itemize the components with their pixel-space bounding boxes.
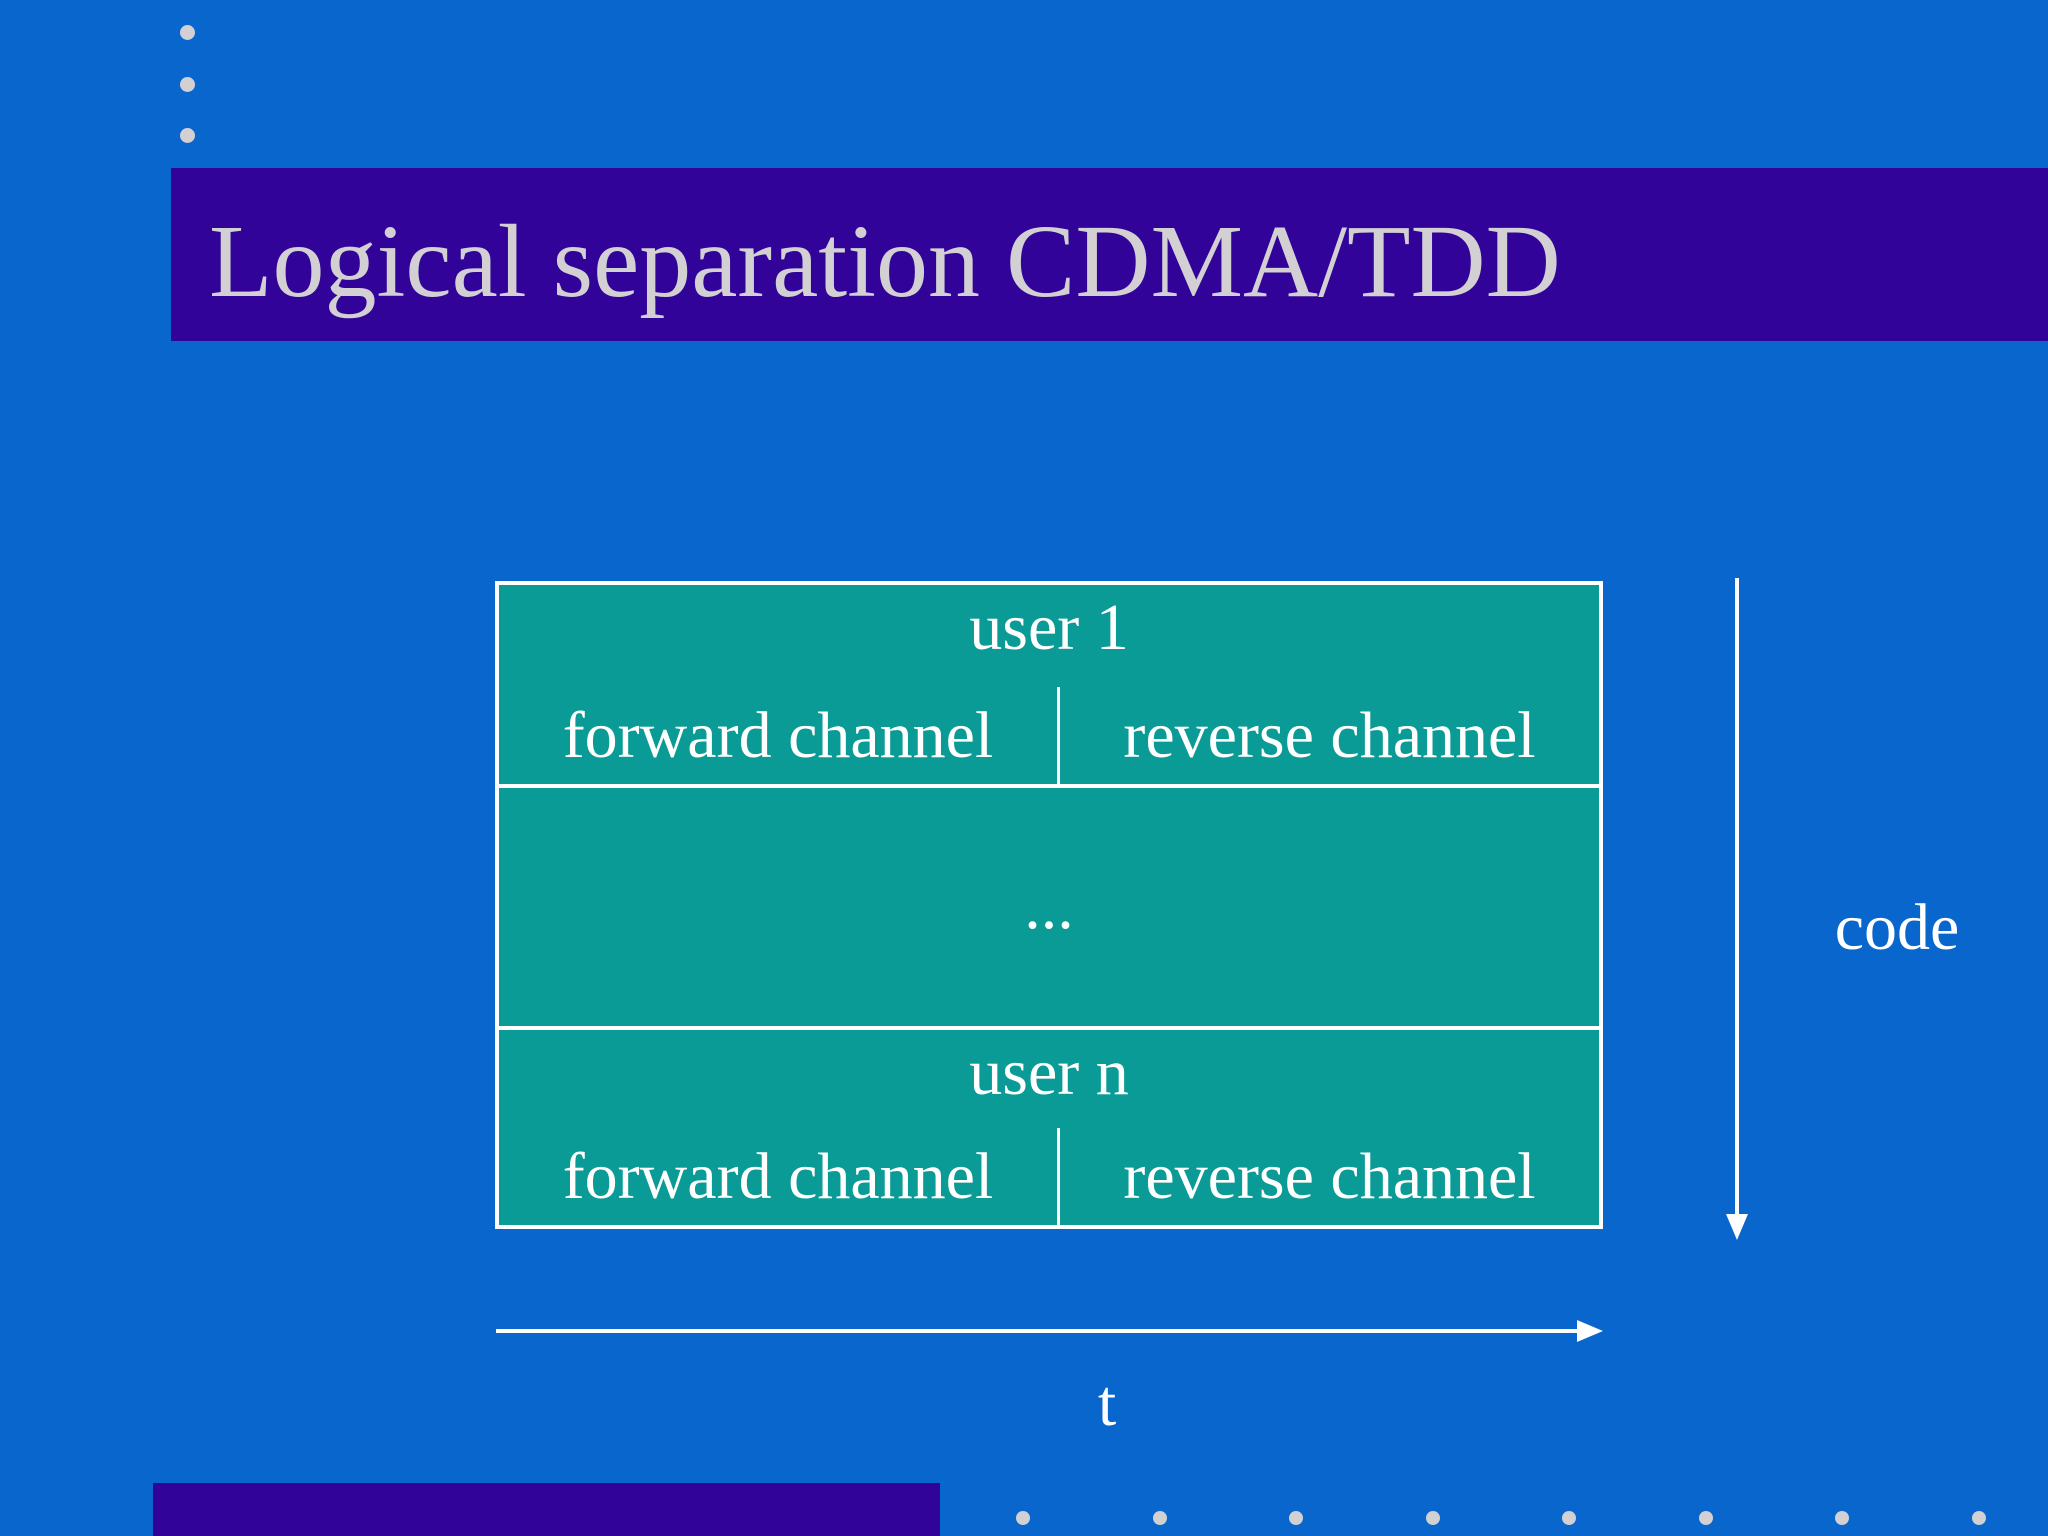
bottom-accent-bar [153,1483,940,1536]
bullet-dot-icon [1425,1511,1440,1525]
bullet-dot-icon [1289,1511,1304,1525]
bullet-dot-icon [1562,1511,1577,1525]
code-axis-label: code [1834,891,1960,964]
usern-row: user n forward channel reverse channel [499,1026,1599,1225]
bullet-dot-icon [1835,1511,1850,1525]
ellipsis-row: ... [499,784,1599,1026]
user1-reverse-channel-label: reverse channel [1123,698,1536,772]
user1-channel-row: forward channel reverse channel [499,687,1599,784]
bullet-dot-icon [1698,1511,1713,1525]
bullet-dot-icon [1016,1511,1030,1525]
user1-reverse-channel-cell: reverse channel [1060,687,1599,784]
time-axis-arrow-line [496,1329,1578,1333]
user1-forward-channel-label: forward channel [562,698,994,772]
page-title: Logical separation CDMA/TDD [209,204,1561,319]
user1-row: user 1 forward channel reverse channel [499,585,1599,784]
arrow-right-icon [1577,1320,1603,1342]
user1-label: user 1 [969,591,1129,664]
bullet-dot-icon [180,77,195,92]
code-axis-arrow-line [1735,578,1739,1218]
time-axis-label: t [1097,1367,1117,1440]
bullet-dot-icon [1152,1511,1167,1525]
bullet-dot-icon [180,128,195,143]
bullet-dot-icon [180,25,195,40]
usern-forward-channel-cell: forward channel [499,1128,1060,1225]
usern-reverse-channel-cell: reverse channel [1060,1128,1599,1225]
usern-reverse-channel-label: reverse channel [1123,1139,1536,1213]
title-bar: Logical separation CDMA/TDD [171,168,2048,341]
usern-forward-channel-label: forward channel [562,1139,994,1213]
bullet-dot-icon [1971,1511,1986,1525]
user1-forward-channel-cell: forward channel [499,687,1060,784]
arrow-down-icon [1726,1214,1748,1240]
ellipsis-label: ... [1024,870,1074,943]
cdma-tdd-diagram-table: user 1 forward channel reverse channel .… [495,581,1603,1229]
bottom-dot-row [1016,1511,1986,1525]
usern-channel-row: forward channel reverse channel [499,1128,1599,1225]
usern-label: user n [969,1036,1129,1109]
